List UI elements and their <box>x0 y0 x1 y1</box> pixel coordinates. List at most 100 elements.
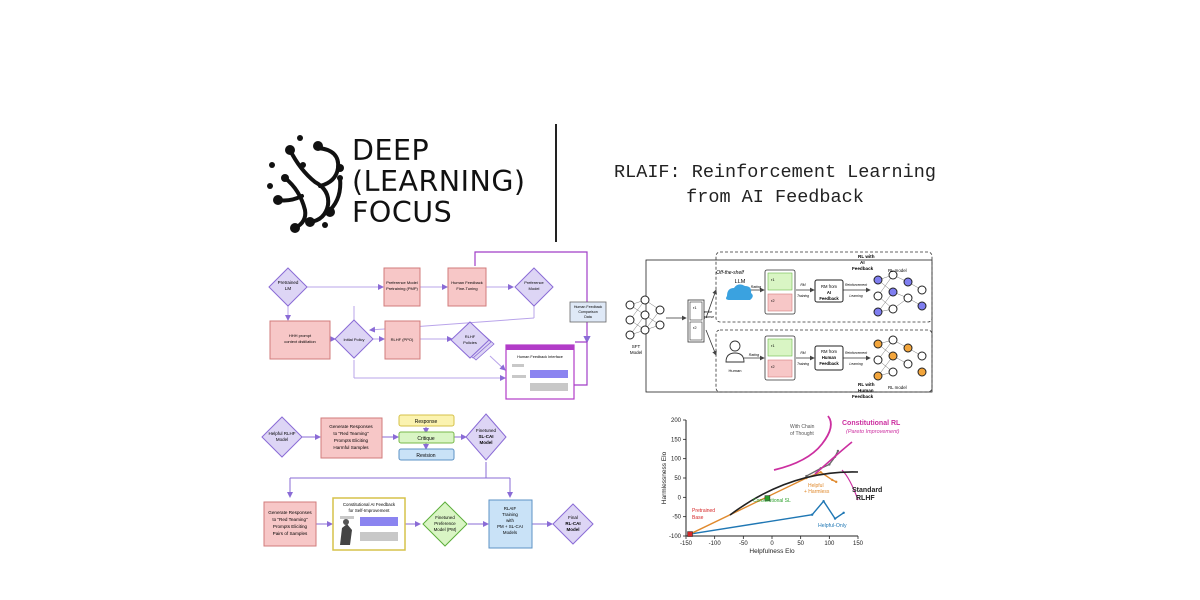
rm-training-label-ai-1: RM <box>800 283 805 287</box>
helpful-only-label: Helpful-Only <box>818 523 847 529</box>
svg-text:r2: r2 <box>693 325 697 330</box>
generate-pairs-node: Generate Responses to "Red Teaming" Prom… <box>263 501 317 547</box>
svg-text:RLHF: RLHF <box>465 334 476 339</box>
brand-line-3: FOCUS <box>352 196 453 229</box>
x-tick-label: 150 <box>853 541 864 547</box>
rm-training-label-human-1: RM <box>800 351 805 355</box>
rl-human-network <box>873 335 927 381</box>
svg-text:r1: r1 <box>771 343 775 348</box>
helpful-harmless-label-2: + Harmless <box>804 489 830 495</box>
brand-line-1: DEEP <box>352 134 430 167</box>
standard-rlhf-label-2: RLHF <box>856 495 875 502</box>
svg-text:Generate Responses: Generate Responses <box>268 510 312 515</box>
finetuned-sl-cai-node: Finetuned SL-CAI Model <box>465 413 507 461</box>
svg-text:Comparison: Comparison <box>578 310 597 314</box>
series-point <box>835 480 838 484</box>
series-point <box>842 511 845 514</box>
series-point <box>822 500 825 503</box>
series-point <box>828 463 831 466</box>
x-tick-label: 0 <box>770 541 774 547</box>
svg-text:Policies: Policies <box>463 340 477 345</box>
response-step: Response <box>398 414 455 427</box>
x-tick-label: -150 <box>680 541 693 547</box>
title-line-1: RLAIF: Reinforcement Learning <box>614 162 936 183</box>
brand-wordmark: DEEP (LEARNING) FOCUS <box>352 135 526 228</box>
svg-text:Model: Model <box>630 350 642 355</box>
rl-ai-feedback-label: RL with AI Feedback <box>852 254 875 271</box>
svg-text:HHH prompt: HHH prompt <box>289 333 312 338</box>
series-point <box>833 517 837 520</box>
initial-policy-node: Initial Policy <box>334 319 374 359</box>
helpful-rlhf-node: Helpful RLHF Model <box>261 416 303 458</box>
ai-rated-responses: r1 r2 <box>764 269 796 315</box>
svg-text:Training: Training <box>502 512 518 517</box>
cai-feedback-window: Constitutional AI Feedback for Self-Impr… <box>332 497 406 551</box>
series-point <box>836 449 840 453</box>
svg-text:Model: Model <box>276 437 288 442</box>
svg-text:Off-the-shelf: Off-the-shelf <box>716 270 744 276</box>
rl-label-ai-2: Learning <box>849 294 862 298</box>
y-tick-label: 200 <box>671 418 682 424</box>
pretrained-lm-node: Pretrained LM <box>268 267 308 307</box>
hf-finetuning-node: Human Feedback Fine-Tuning <box>447 267 487 307</box>
svg-text:Feedback: Feedback <box>819 361 839 366</box>
revision-step: Revision <box>398 448 455 461</box>
series-point <box>810 513 814 516</box>
svg-text:Human Feedback: Human Feedback <box>574 305 603 309</box>
svg-text:with: with <box>506 518 514 523</box>
svg-text:Human: Human <box>729 368 742 373</box>
rating-label-human: Rating <box>749 353 759 357</box>
chain-of-thought-label-1: With Chain <box>790 424 815 430</box>
svg-text:Prompts Eliciting: Prompts Eliciting <box>273 524 308 529</box>
svg-text:Pretrained: Pretrained <box>278 280 299 285</box>
svg-text:Model: Model <box>529 286 540 291</box>
svg-text:Fine-Tuning: Fine-Tuning <box>456 286 477 291</box>
svg-text:Initial Policy: Initial Policy <box>343 337 364 342</box>
svg-text:Harmful Samples: Harmful Samples <box>333 445 369 450</box>
svg-text:Revision: Revision <box>416 453 435 459</box>
svg-text:Model: Model <box>480 440 493 445</box>
y-tick-label: 50 <box>674 476 681 482</box>
human-node: Human <box>725 340 745 373</box>
svg-text:Generate Responses: Generate Responses <box>329 424 373 429</box>
y-tick-label: 100 <box>671 457 682 463</box>
svg-text:AI: AI <box>827 290 831 295</box>
rm-training-label-ai-2: Training <box>797 294 809 298</box>
header-divider <box>555 124 557 242</box>
svg-text:LM: LM <box>285 286 292 291</box>
svg-text:Critique: Critique <box>417 436 434 442</box>
page-title: RLAIF: Reinforcement Learning from AI Fe… <box>590 160 960 210</box>
svg-text:Preference: Preference <box>434 521 456 526</box>
svg-text:r1: r1 <box>771 277 775 282</box>
svg-text:Preference Model: Preference Model <box>386 280 418 285</box>
x-tick-label: 50 <box>797 541 804 547</box>
y-axis-label: Harmlessness Elo <box>661 451 668 504</box>
svg-text:Data: Data <box>584 315 592 319</box>
svg-text:r2: r2 <box>771 364 775 369</box>
pareto-label: (Pareto Improvement) <box>846 429 900 435</box>
svg-text:Finetuned: Finetuned <box>476 428 497 433</box>
svg-text:Final: Final <box>568 515 578 520</box>
x-tick-label: 100 <box>824 541 835 547</box>
svg-text:Models: Models <box>503 530 518 535</box>
svg-text:Constitutional AI Feedback: Constitutional AI Feedback <box>343 502 396 507</box>
svg-text:context distillation: context distillation <box>284 339 316 344</box>
svg-text:Preference: Preference <box>524 280 544 285</box>
rl-model-label-ai: RL model <box>888 268 907 273</box>
svg-text:to "Red Teaming": to "Red Teaming" <box>333 431 369 436</box>
rl-ai-network <box>873 270 927 317</box>
svg-text:Human: Human <box>822 355 837 360</box>
rlaif-training-node: RLAIF Training with PM + SL-CAI Models <box>488 499 533 549</box>
series-point <box>831 478 834 482</box>
standard-rlhf-label-1: Standard <box>852 487 882 494</box>
constitutional-rl-frontier <box>814 441 853 475</box>
rm-ai-feedback-node: RM from AI Feedback <box>814 279 844 303</box>
rlhf-ppo-node: RLHF (PPO) <box>384 320 421 360</box>
svg-text:Sample: Sample <box>700 310 712 314</box>
